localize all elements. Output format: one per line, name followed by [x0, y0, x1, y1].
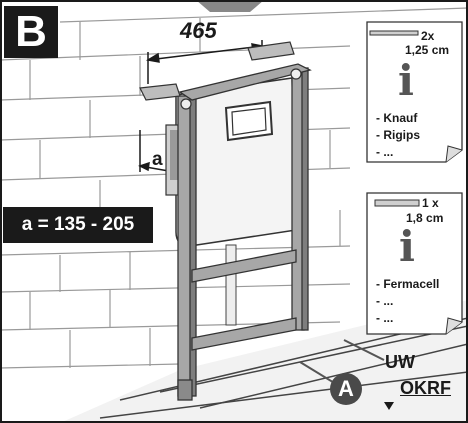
- note-bottom-item: - ...: [376, 311, 394, 325]
- top-arrow-icon: [196, 0, 264, 12]
- info-icon: i: [399, 222, 415, 271]
- note-sheet-bottom: [366, 192, 463, 335]
- note-top-thickness: 1,25 cm: [405, 43, 450, 57]
- note-bottom-qty: 1 x: [422, 196, 439, 210]
- uw-label: UW: [385, 352, 415, 372]
- mounting-frame: [177, 63, 312, 401]
- a-label: a: [152, 149, 163, 170]
- note-bottom-thickness: 1,8 cm: [406, 211, 444, 225]
- a-range-label: a = 135 - 205: [3, 207, 153, 243]
- note-top-item: - ...: [376, 145, 394, 159]
- note-bottom-item: - Fermacell: [376, 277, 440, 291]
- note-top-qty: 2x: [421, 29, 435, 43]
- note-bottom-item: - ...: [376, 294, 394, 308]
- note-sheet-top: [366, 21, 463, 163]
- callout-pointer: [299, 361, 337, 385]
- okrf-label: OKRF: [400, 378, 451, 398]
- wall-brackets: [139, 41, 302, 110]
- uw-pointer: [343, 339, 385, 361]
- info-icon: i: [398, 56, 414, 105]
- callout-a: A: [330, 373, 362, 405]
- step-badge: B: [4, 6, 58, 58]
- note-top-item: - Rigips: [376, 128, 420, 142]
- dimension-label: 465: [180, 18, 217, 43]
- okrf-marker-icon: [384, 402, 394, 410]
- note-top-item: - Knauf: [376, 111, 418, 125]
